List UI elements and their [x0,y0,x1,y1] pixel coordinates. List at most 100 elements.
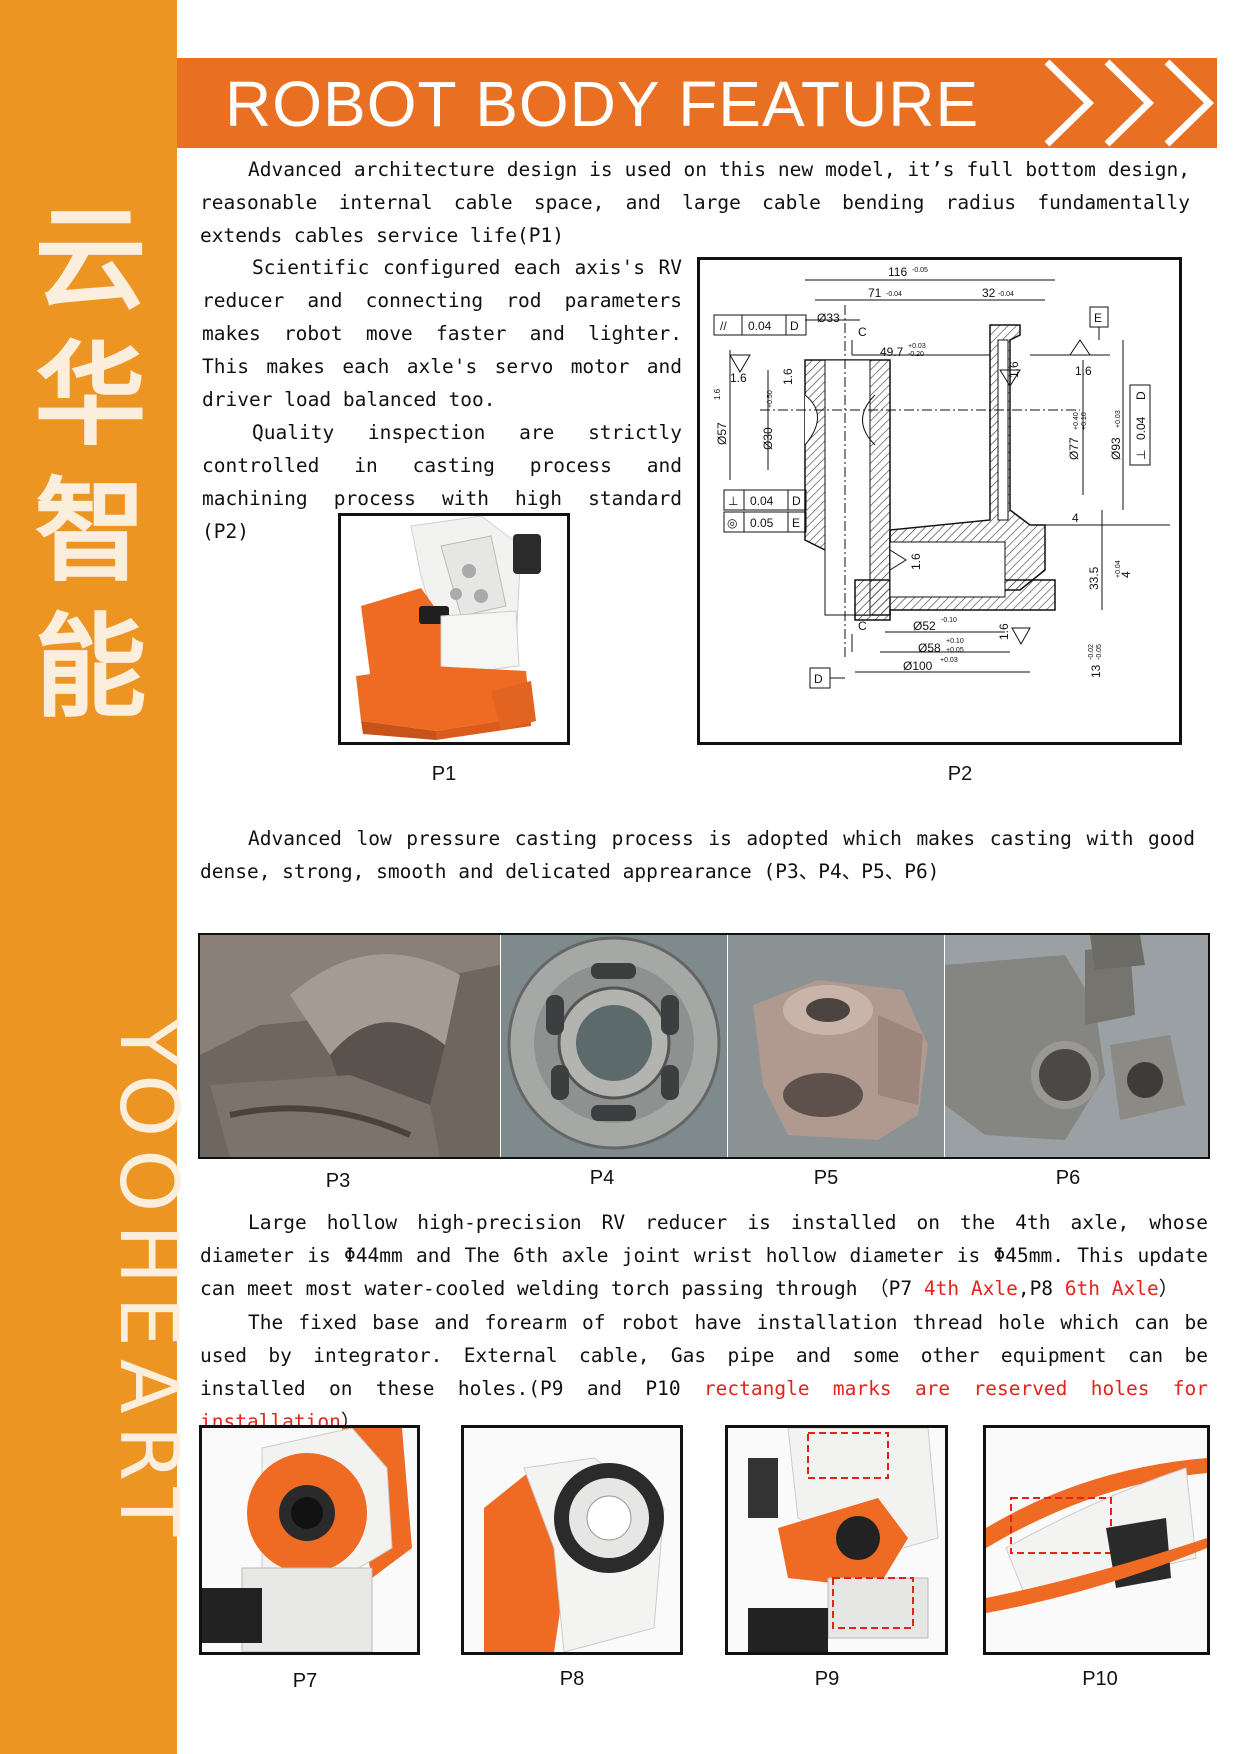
svg-text:+0.03: +0.03 [908,343,926,350]
svg-text:1.6: 1.6 [713,388,722,400]
svg-text:-0.04: -0.04 [998,291,1014,298]
hollow-reducer-paragraph: Large hollow high-precision RV reducer i… [200,1206,1208,1305]
svg-text:-0.04: -0.04 [886,291,902,298]
svg-text:⊥: ⊥ [728,494,738,508]
svg-text:4: 4 [1119,571,1133,578]
svg-text:1.6: 1.6 [909,553,923,570]
svg-text://: // [720,319,727,333]
p7-photo [199,1425,420,1655]
p10-photo [983,1425,1210,1655]
reserved-hole-mark-bottom [832,1577,914,1629]
svg-text:33.5: 33.5 [1087,566,1101,590]
svg-text:D: D [792,494,801,508]
brand-char-1: 云 [34,195,147,325]
p1-robot-image [338,513,570,745]
p3-casting-photo [200,935,500,1157]
quality-text: Quality inspection are strictly controll… [202,421,682,543]
casting-paragraph: Advanced low pressure casting process is… [200,822,1195,888]
robot-base-illustration [341,516,567,742]
sixth-axle-highlight: 6th Axle [1064,1277,1159,1300]
hollow-text-mid: ,P8 [1017,1277,1065,1300]
perpendicularity-frame-left: ⊥ 0.04 D [723,489,807,511]
svg-text:4: 4 [1072,511,1079,525]
scientific-paragraph: Scientific configured each axis's RV red… [202,251,682,416]
svg-text:E: E [792,516,800,530]
scientific-text: Scientific configured each axis's RV red… [202,256,682,411]
p8-photo [461,1425,683,1655]
svg-text:Ø52: Ø52 [913,619,936,633]
quality-paragraph: Quality inspection are strictly controll… [202,416,682,548]
caption-p1: P1 [431,763,457,785]
svg-text:Ø33: Ø33 [817,311,840,325]
svg-text:+0.03: +0.03 [1115,410,1122,428]
svg-text:+0.10: +0.10 [946,638,964,645]
caption-p2: P2 [947,763,973,785]
svg-text:D: D [1134,391,1148,400]
casting-photo-strip [198,933,1210,1159]
brand-char-2: 华 [34,331,147,461]
svg-text:32: 32 [982,286,996,300]
base-installation-paragraph: The fixed base and forearm of robot have… [200,1306,1208,1438]
caption-p3: P3 [325,1170,351,1192]
brand-char-3: 智 [34,467,147,597]
hollow-text-end: ） [1158,1277,1179,1300]
parallelism-frame: // 0.04 D [713,314,807,336]
svg-text:1.6: 1.6 [781,368,795,385]
section-header: ROBOT BODY FEATURE [177,58,1217,148]
svg-text:+0.10: +0.10 [1081,412,1088,430]
caption-p10: P10 [1082,1668,1118,1690]
svg-text:49.7: 49.7 [880,345,904,359]
svg-text:C: C [858,619,867,633]
svg-text:116: 116 [888,265,907,279]
svg-text:-0.05: -0.05 [1096,644,1103,660]
concentricity-frame: ◎ 0.05 E [723,511,807,533]
svg-text:D: D [790,319,799,333]
caption-p9: P9 [814,1668,840,1690]
svg-text:+0.40: +0.40 [1073,412,1080,430]
caption-p4: P4 [589,1167,615,1189]
svg-text:+0.50: +0.50 [767,390,774,408]
p4-casting-photo [501,935,727,1157]
svg-text:Ø93: Ø93 [1109,437,1123,460]
hollow-text: Large hollow high-precision RV reducer i… [200,1211,1208,1300]
svg-text:+0.05: +0.05 [946,647,964,654]
svg-text:Ø77: Ø77 [1067,437,1081,460]
svg-text:13: 13 [1089,664,1103,678]
reserved-hole-mark [1010,1497,1112,1554]
svg-text:-0.05: -0.05 [912,267,928,274]
p9-photo [725,1425,948,1655]
svg-text:+0.04: +0.04 [1115,560,1122,578]
reserved-hole-mark-top [807,1432,889,1479]
svg-text:0.05: 0.05 [750,516,774,530]
svg-text:◎: ◎ [727,516,737,530]
perpendicularity-frame-right: ⊥ 0.04 D [1129,384,1151,466]
fourth-axle-highlight: 4th Axle [923,1277,1018,1300]
svg-text:0.04: 0.04 [748,319,772,333]
intro-text: Advanced architecture design is used on … [200,158,1190,247]
brand-english-text: YOOHEART [102,1017,195,1549]
svg-text:E: E [1094,311,1102,325]
caption-p8: P8 [559,1668,585,1690]
svg-text:71: 71 [868,286,882,300]
caption-p6: P6 [1055,1167,1081,1189]
svg-text:1.6: 1.6 [730,371,747,385]
svg-text:0.04: 0.04 [1134,416,1148,440]
casting-text: Advanced low pressure casting process is… [200,827,1195,883]
chevron-arrows-icon [1044,59,1215,147]
svg-text:Ø58: Ø58 [918,641,941,655]
base-text: The fixed base and forearm of robot have… [200,1311,1208,1400]
brand-chinese-text: 云 华 智 能 [28,192,153,736]
intro-paragraph: Advanced architecture design is used on … [200,153,1190,252]
svg-text:+0.03: +0.03 [940,657,958,664]
p6-casting-photo [945,935,1208,1157]
svg-text:1.6: 1.6 [997,623,1011,640]
svg-text:0.04: 0.04 [750,494,774,508]
svg-text:Ø30: Ø30 [761,427,775,450]
svg-text:-0.10: -0.10 [941,617,957,624]
svg-text:D: D [814,672,823,686]
svg-text:Ø57: Ø57 [715,422,729,445]
caption-p5: P5 [813,1167,839,1189]
svg-text:1.6: 1.6 [1007,361,1021,378]
